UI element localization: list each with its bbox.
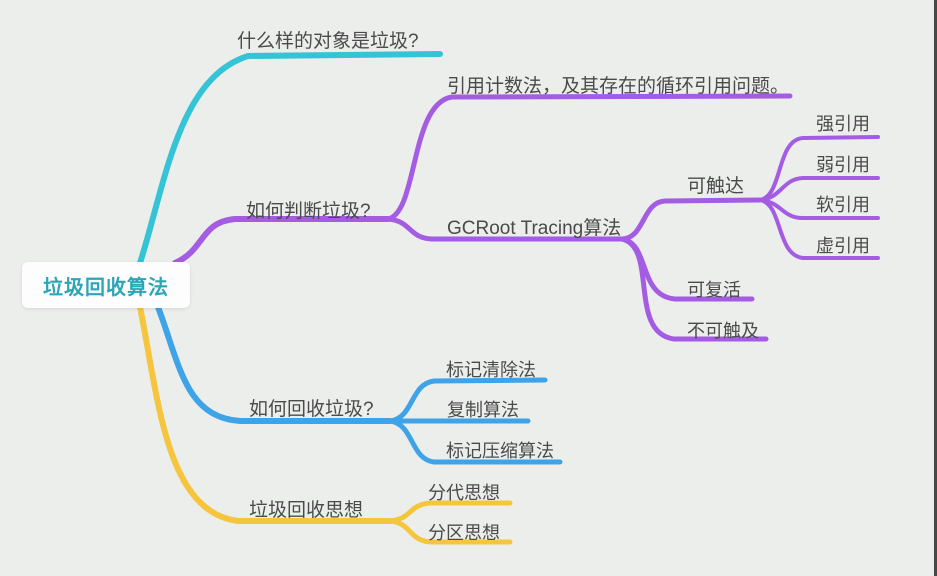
node-gc-ideas[interactable]: 垃圾回收思想 xyxy=(249,500,364,521)
node-what-is-garbage[interactable]: 什么样的对象是垃圾? xyxy=(237,31,419,52)
branch-line-reachable xyxy=(619,197,763,242)
node-weak-ref[interactable]: 弱引用 xyxy=(816,155,870,175)
node-mark-sweep[interactable]: 标记清除法 xyxy=(446,360,536,380)
branch-line-ref-counting xyxy=(385,93,793,222)
branch-line-mark-compact xyxy=(387,418,563,465)
node-partitioned[interactable]: 分区思想 xyxy=(428,523,500,543)
root-node[interactable]: 垃圾回收算法 xyxy=(22,262,190,308)
node-how-to-collect[interactable]: 如何回收垃圾? xyxy=(249,399,374,420)
branch-line-what-is-garbage xyxy=(137,51,443,266)
branch-line-partitioned xyxy=(387,518,513,545)
branch-line-how-to-judge xyxy=(172,216,391,266)
node-strong-ref[interactable]: 强引用 xyxy=(816,114,870,134)
node-soft-ref[interactable]: 软引用 xyxy=(816,195,870,215)
branch-line-phantom-ref xyxy=(758,198,880,260)
node-how-to-judge[interactable]: 如何判断垃圾? xyxy=(246,201,371,222)
node-gcroot-tracing[interactable]: GCRoot Tracing算法 xyxy=(447,218,622,239)
branch-line-unreachable xyxy=(619,236,769,342)
root-label: 垃圾回收算法 xyxy=(43,276,169,299)
branch-line-gcroot-tracing xyxy=(385,216,625,242)
branch-line-gc-ideas xyxy=(137,304,393,524)
node-generational[interactable]: 分代思想 xyxy=(428,483,500,503)
node-unreachable[interactable]: 不可触及 xyxy=(687,321,759,341)
branch-line-how-to-collect xyxy=(155,304,393,424)
branch-line-weak-ref xyxy=(758,176,880,202)
node-phantom-ref[interactable]: 虚引用 xyxy=(816,236,870,256)
window-edge xyxy=(934,0,937,576)
branch-line-strong-ref xyxy=(758,135,880,202)
node-reachable[interactable]: 可触达 xyxy=(687,176,745,197)
node-mark-compact[interactable]: 标记压缩算法 xyxy=(446,441,554,461)
node-ref-counting[interactable]: 引用计数法，及其存在的循环引用问题。 xyxy=(447,76,790,97)
node-copying[interactable]: 复制算法 xyxy=(447,400,519,420)
node-resurrectable[interactable]: 可复活 xyxy=(687,280,741,300)
